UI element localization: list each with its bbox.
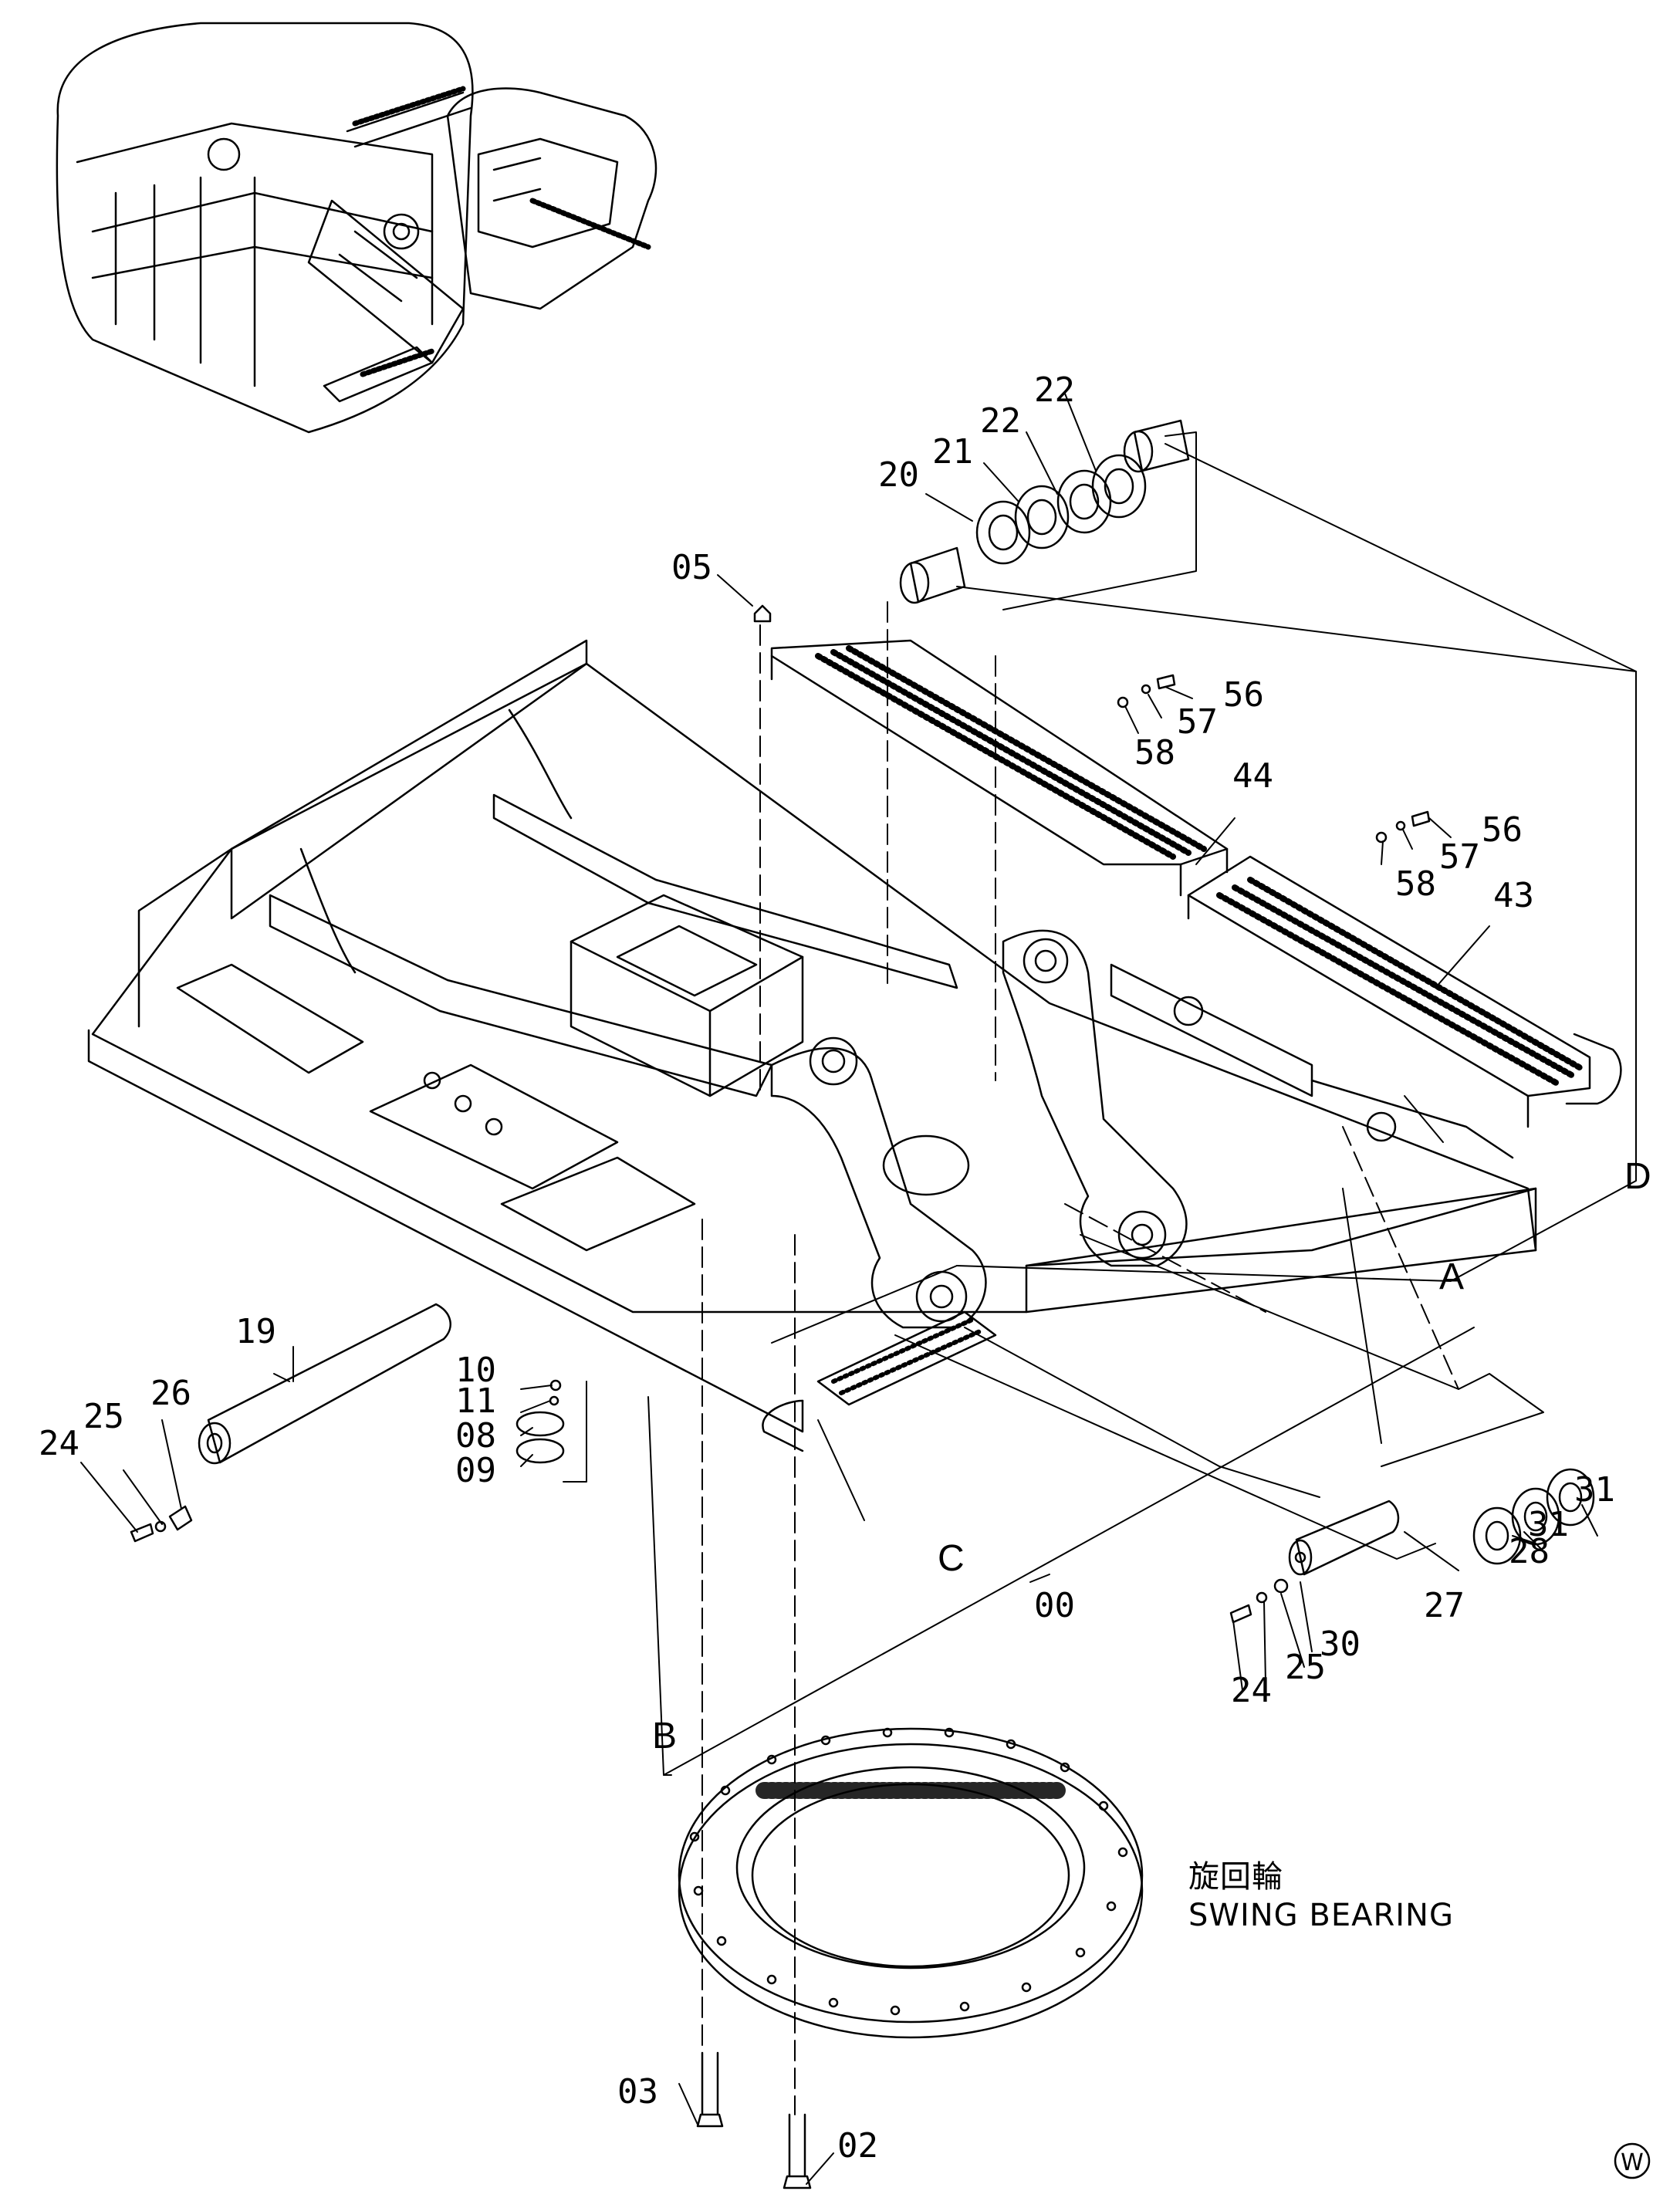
part-label: 24 xyxy=(39,1424,79,1463)
part-label: 26 xyxy=(150,1374,191,1413)
part-label: 22 xyxy=(980,401,1021,441)
part-label: 28 xyxy=(1509,1532,1550,1571)
swing-bearing-illustration xyxy=(678,1727,1144,2039)
step-cover-44-illustration xyxy=(770,639,1229,897)
part-label: 09 xyxy=(455,1451,496,1490)
bushing-27-illustration xyxy=(1288,1500,1400,1576)
small-hardware-illustration xyxy=(130,604,1431,2189)
ref-letter-b: B xyxy=(652,1716,677,1757)
part-label: 00 xyxy=(1034,1586,1075,1625)
caption-japanese: 旋回輪 xyxy=(1188,1859,1283,1895)
hidden-dashed-lines xyxy=(701,601,1459,2115)
part-label: 03 xyxy=(617,2072,658,2112)
part-label: 57 xyxy=(1439,837,1480,877)
caption-english: SWING BEARING xyxy=(1188,1898,1454,1933)
part-label: 19 xyxy=(235,1312,276,1351)
ref-letter-c: C xyxy=(938,1538,965,1579)
part-label: 57 xyxy=(1177,702,1218,742)
part-label: 31 xyxy=(1574,1470,1615,1510)
part-label: 30 xyxy=(1320,1625,1361,1664)
part-label: 58 xyxy=(1395,864,1436,904)
reference-letter-callouts: A B C D xyxy=(652,1156,1651,1757)
machine-overview-illustration xyxy=(56,22,657,434)
bushing-upper-illustration xyxy=(899,419,1190,604)
ref-letter-d: D xyxy=(1624,1156,1651,1197)
part-callouts: 22 22 21 20 05 56 57 58 44 56 57 58 43 1… xyxy=(39,370,1615,2166)
step-cover-43-illustration xyxy=(1187,855,1622,1128)
pin-19-illustration xyxy=(198,1303,451,1465)
ref-letter-a: A xyxy=(1439,1256,1464,1297)
part-label: 58 xyxy=(1134,733,1175,773)
part-label: 56 xyxy=(1482,810,1523,850)
part-label: 25 xyxy=(83,1397,124,1436)
shim-washers-illustration xyxy=(975,454,1595,1565)
part-label: 43 xyxy=(1493,876,1534,915)
part-label: 25 xyxy=(1285,1648,1326,1687)
part-label: 22 xyxy=(1034,370,1075,410)
part-label: 27 xyxy=(1424,1586,1465,1625)
revolving-frame-illustration xyxy=(87,639,1537,1452)
part-label: 08 xyxy=(455,1416,496,1456)
sheet-mark: W xyxy=(1614,2142,1651,2179)
part-label: 56 xyxy=(1223,675,1264,715)
reference-lines xyxy=(563,431,1637,1776)
part-label: 11 xyxy=(455,1381,496,1421)
part-label: 10 xyxy=(455,1351,496,1390)
part-label: 24 xyxy=(1231,1671,1272,1710)
part-label: 02 xyxy=(837,2126,878,2166)
part-label: 20 xyxy=(878,455,919,495)
part-label: 05 xyxy=(671,548,712,587)
leader-lines xyxy=(80,393,1598,2185)
part-label: 44 xyxy=(1232,756,1273,796)
part-label: 31 xyxy=(1528,1505,1569,1544)
part-label: 21 xyxy=(932,432,973,472)
sheet-mark-letter: W xyxy=(1621,2149,1644,2176)
swing-bearing-caption: 旋回輪 SWING BEARING xyxy=(1188,1859,1454,1933)
